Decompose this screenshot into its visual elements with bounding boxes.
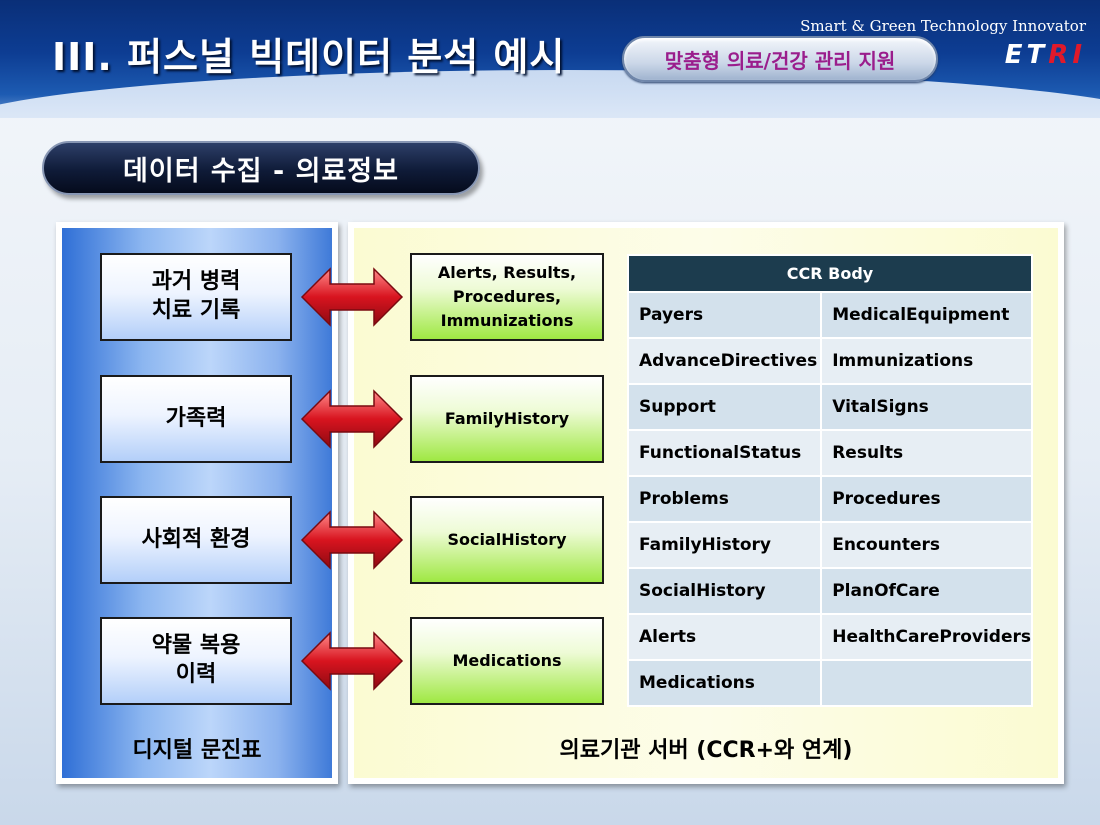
table-cell: Support [626, 383, 823, 431]
table-cell: Immunizations [820, 337, 1033, 385]
double-arrow-icon [300, 389, 404, 449]
record-box-family-history: 가족력 [100, 375, 292, 463]
section-title: 데이터 수집 - 의료정보 [42, 141, 480, 195]
logo-text-red: RI [1048, 40, 1086, 70]
table-cell [820, 659, 1033, 707]
table-cell: Problems [626, 475, 823, 523]
etri-logo: ETRI [1005, 40, 1086, 70]
right-panel-caption: 의료기관 서버 (CCR+와 연계) [559, 738, 853, 763]
table-cell: HealthCareProviders [820, 613, 1033, 661]
table-cell: AdvanceDirectives [626, 337, 823, 385]
double-arrow-icon [300, 510, 404, 570]
table-cell: Payers [626, 291, 823, 339]
record-box-medication-history: 약물 복용 이력 [100, 617, 292, 705]
ccr-box-family-history: FamilyHistory [410, 375, 604, 463]
subtitle-badge: 맞춤형 의료/건강 관리 지원 [622, 36, 938, 82]
left-panel-caption: 디지털 문진표 [132, 738, 262, 763]
table-header-row: CCR Body [627, 254, 1033, 293]
header-band: III. 퍼스널 빅데이터 분석 예시 맞춤형 의료/건강 관리 지원 Smar… [0, 0, 1100, 118]
table-cell: SocialHistory [626, 567, 823, 615]
record-box-medical-history: 과거 병력 치료 기록 [100, 253, 292, 341]
ccr-box-medications: Medications [410, 617, 604, 705]
double-arrow-icon [300, 267, 404, 327]
page-title: III. 퍼스널 빅데이터 분석 예시 [52, 35, 566, 79]
table-header: CCR Body [627, 254, 1033, 293]
table-row: Medications [626, 659, 1033, 707]
table-cell: FunctionalStatus [626, 429, 823, 477]
company-tagline: Smart & Green Technology Innovator [800, 17, 1086, 35]
table-cell: VitalSigns [820, 383, 1033, 431]
table-cell: PlanOfCare [820, 567, 1033, 615]
table-cell: Results [820, 429, 1033, 477]
ccr-box-alerts-results: Alerts, Results, Procedures, Immunizatio… [410, 253, 604, 341]
table-cell: FamilyHistory [626, 521, 823, 569]
ccr-box-social-history: SocialHistory [410, 496, 604, 584]
table-cell: Procedures [820, 475, 1033, 523]
table-cell: Alerts [626, 613, 823, 661]
table-cell: Medications [626, 659, 823, 707]
record-box-social-environment: 사회적 환경 [100, 496, 292, 584]
logo-text-white: ET [1004, 40, 1049, 70]
double-arrow-icon [300, 631, 404, 691]
table-cell: Encounters [820, 521, 1033, 569]
table-cell: MedicalEquipment [820, 291, 1033, 339]
